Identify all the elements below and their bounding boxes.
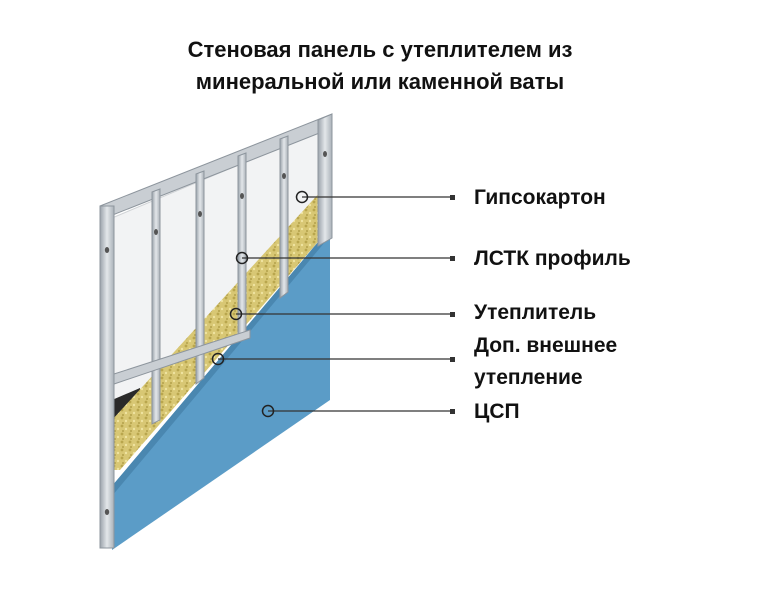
label-gypsum: Гипсокартон xyxy=(474,186,606,209)
label-insulation: Утеплитель xyxy=(474,301,597,324)
csp-board-edge xyxy=(112,228,330,496)
title-line-1: Стеновая панель с утеплителем из xyxy=(187,37,573,62)
leader-lines xyxy=(218,196,452,412)
diagram-title: Стеновая панель с утеплителем из минерал… xyxy=(0,34,760,98)
title-line-2: минеральной или каменной ваты xyxy=(195,69,565,94)
insulation-layer xyxy=(112,190,330,470)
stud-holes xyxy=(104,151,327,515)
leader-markers xyxy=(211,190,455,418)
label-csp: ЦСП xyxy=(474,400,520,423)
csp-board xyxy=(112,228,330,550)
nogging xyxy=(113,329,251,385)
left-post xyxy=(99,205,115,549)
label-extra-line-1: Доп. внешнее xyxy=(474,334,618,357)
label-profile: ЛСТК профиль xyxy=(474,247,631,270)
label-extra-line-2: утепление xyxy=(474,366,583,389)
right-post xyxy=(317,113,333,247)
